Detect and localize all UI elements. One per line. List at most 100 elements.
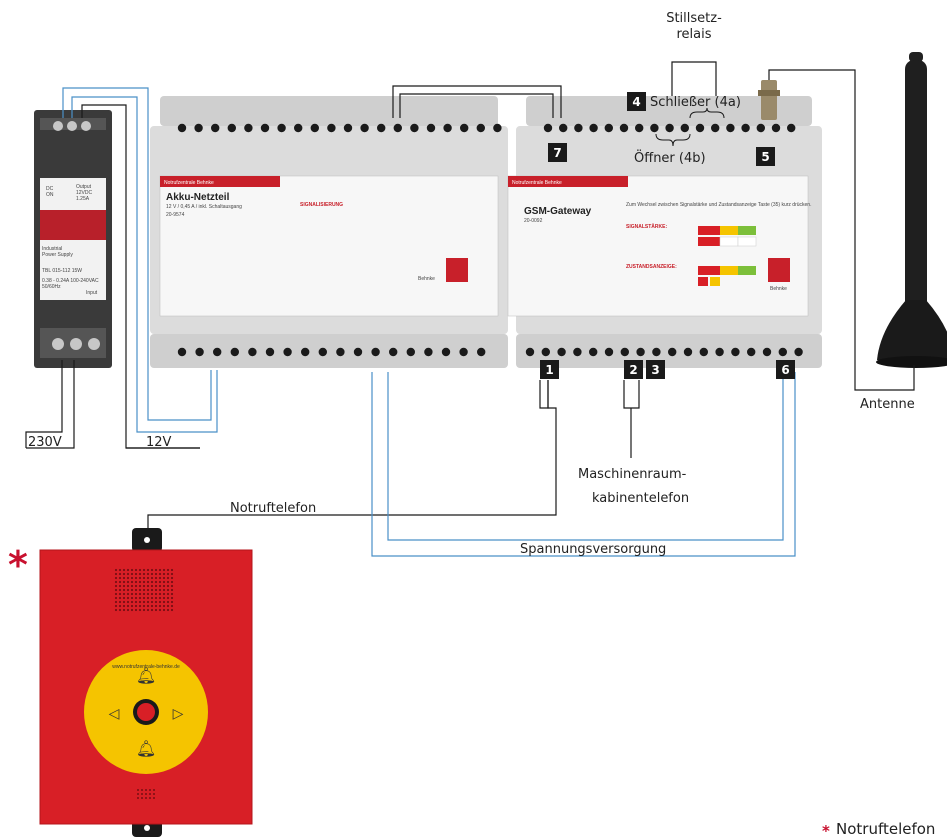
wires <box>25 61 915 557</box>
badge-4: 4 <box>627 92 646 111</box>
terminal-screw <box>477 347 486 357</box>
badge-7: 7 <box>548 143 567 162</box>
gsm-state-grid <box>698 266 756 286</box>
terminal-screw <box>424 347 433 357</box>
terminal-screw <box>227 123 236 133</box>
terminal-screw <box>248 347 257 357</box>
terminal-screw <box>336 347 345 357</box>
wire-psu-out-a <box>62 87 212 421</box>
wire-spannung-a <box>371 372 796 557</box>
terminal-screw <box>525 347 535 357</box>
akku-brand: Behnke <box>418 276 435 282</box>
terminal-screw <box>441 347 451 357</box>
wire-bridge-black <box>392 85 562 118</box>
terminal-screw <box>265 347 275 357</box>
akku-header: Notrufzentrale Behnke <box>164 180 214 186</box>
svg-text:6: 6 <box>781 363 789 377</box>
terminal-screw <box>377 123 386 133</box>
svg-text:4: 4 <box>632 95 640 109</box>
terminal-screw <box>635 123 644 133</box>
terminal-screw <box>310 123 319 133</box>
bell-icon-bottom: 🔔︎ <box>136 739 156 758</box>
terminal-screw <box>756 123 765 133</box>
emergency-call-button <box>137 703 155 721</box>
terminal-screw <box>177 123 187 133</box>
label-230v: 230V <box>28 435 62 450</box>
phone-speaker-grille <box>114 568 174 612</box>
terminal-screw <box>778 347 787 357</box>
wire-stillsetz <box>671 61 717 96</box>
terminal-screw <box>393 123 402 133</box>
terminal-screw <box>213 347 222 357</box>
terminal-screw <box>327 123 336 133</box>
terminal-screw <box>650 123 659 133</box>
wire-bridge-black-2 <box>399 93 554 118</box>
terminal-screw <box>443 123 452 133</box>
terminal-screw <box>715 347 724 357</box>
wire-notruf-b <box>539 380 549 409</box>
terminal-screw <box>493 123 502 133</box>
psu-model-label: TBL 015-112 15W <box>42 268 82 274</box>
akku-signal-title: SIGNALISIERUNG <box>300 202 343 208</box>
terminal-screw <box>283 347 292 357</box>
psu-input-label: Input <box>86 290 98 296</box>
footnote-star-left: * <box>8 543 28 587</box>
terminal-screw <box>426 123 436 133</box>
gsm-description: Zum Wechsel zwischen Signalstärke und Zu… <box>626 202 811 208</box>
badge-3: 3 <box>646 360 665 379</box>
badge-2: 2 <box>624 360 643 379</box>
arrow-icon-left: ◁ <box>109 706 120 722</box>
footnote-star-bottom: * <box>822 822 830 837</box>
label-notruftelefon: Notruftelefon <box>230 501 316 516</box>
terminal-screw <box>699 347 708 357</box>
terminal-screw <box>177 347 187 357</box>
terminal-screw <box>559 123 568 133</box>
phone-mic-grille <box>137 789 155 799</box>
terminal-screw <box>244 123 253 133</box>
terminal-screw <box>665 123 674 133</box>
terminal-screw <box>277 123 286 133</box>
terminal-screw <box>557 347 566 357</box>
terminal-screw <box>230 347 239 357</box>
terminal-screw <box>301 347 310 357</box>
terminal-screw <box>260 123 270 133</box>
terminal-screw <box>683 347 693 357</box>
gsm-title: GSM-Gateway <box>524 206 592 217</box>
svg-text:7: 7 <box>553 146 561 160</box>
akku-title: Akku-Netzteil <box>166 192 230 203</box>
terminal-screw <box>294 123 303 133</box>
wire-230v-a <box>25 360 63 448</box>
gsm-header: Notrufzentrale Behnke <box>512 180 562 186</box>
terminal-screw <box>731 347 740 357</box>
terminal-screw <box>636 347 645 357</box>
gsm-signal-grid <box>698 226 757 247</box>
terminal-screw <box>371 347 380 357</box>
footnote-text: Notruftelefon <box>836 820 935 837</box>
gsm-brand: Behnke <box>770 286 787 292</box>
label-stillsetz-line2: relais <box>676 27 711 42</box>
label-antenne: Antenne <box>860 397 915 412</box>
emergency-phone: 🔔︎ 🔔︎ ◁ ▷ www.notrufzentrale-behnke.de <box>39 528 253 837</box>
terminal-screw <box>652 347 661 357</box>
terminal-screw <box>459 347 468 357</box>
gsm-bottom-terminals <box>525 347 803 357</box>
svg-text:3: 3 <box>651 363 659 377</box>
badge-5: 5 <box>756 147 775 166</box>
terminal-screw <box>389 347 398 357</box>
terminal-screw <box>695 123 705 133</box>
terminal-screw <box>410 123 419 133</box>
terminal-screw <box>460 123 469 133</box>
terminal-screw <box>794 347 803 357</box>
terminal-screw <box>787 123 796 133</box>
svg-text:2: 2 <box>629 363 637 377</box>
terminal-screw <box>573 347 582 357</box>
terminal-screw <box>668 347 677 357</box>
relay-brace-bottom <box>655 133 691 147</box>
terminal-screw <box>541 347 550 357</box>
antenna-connector <box>758 80 780 120</box>
